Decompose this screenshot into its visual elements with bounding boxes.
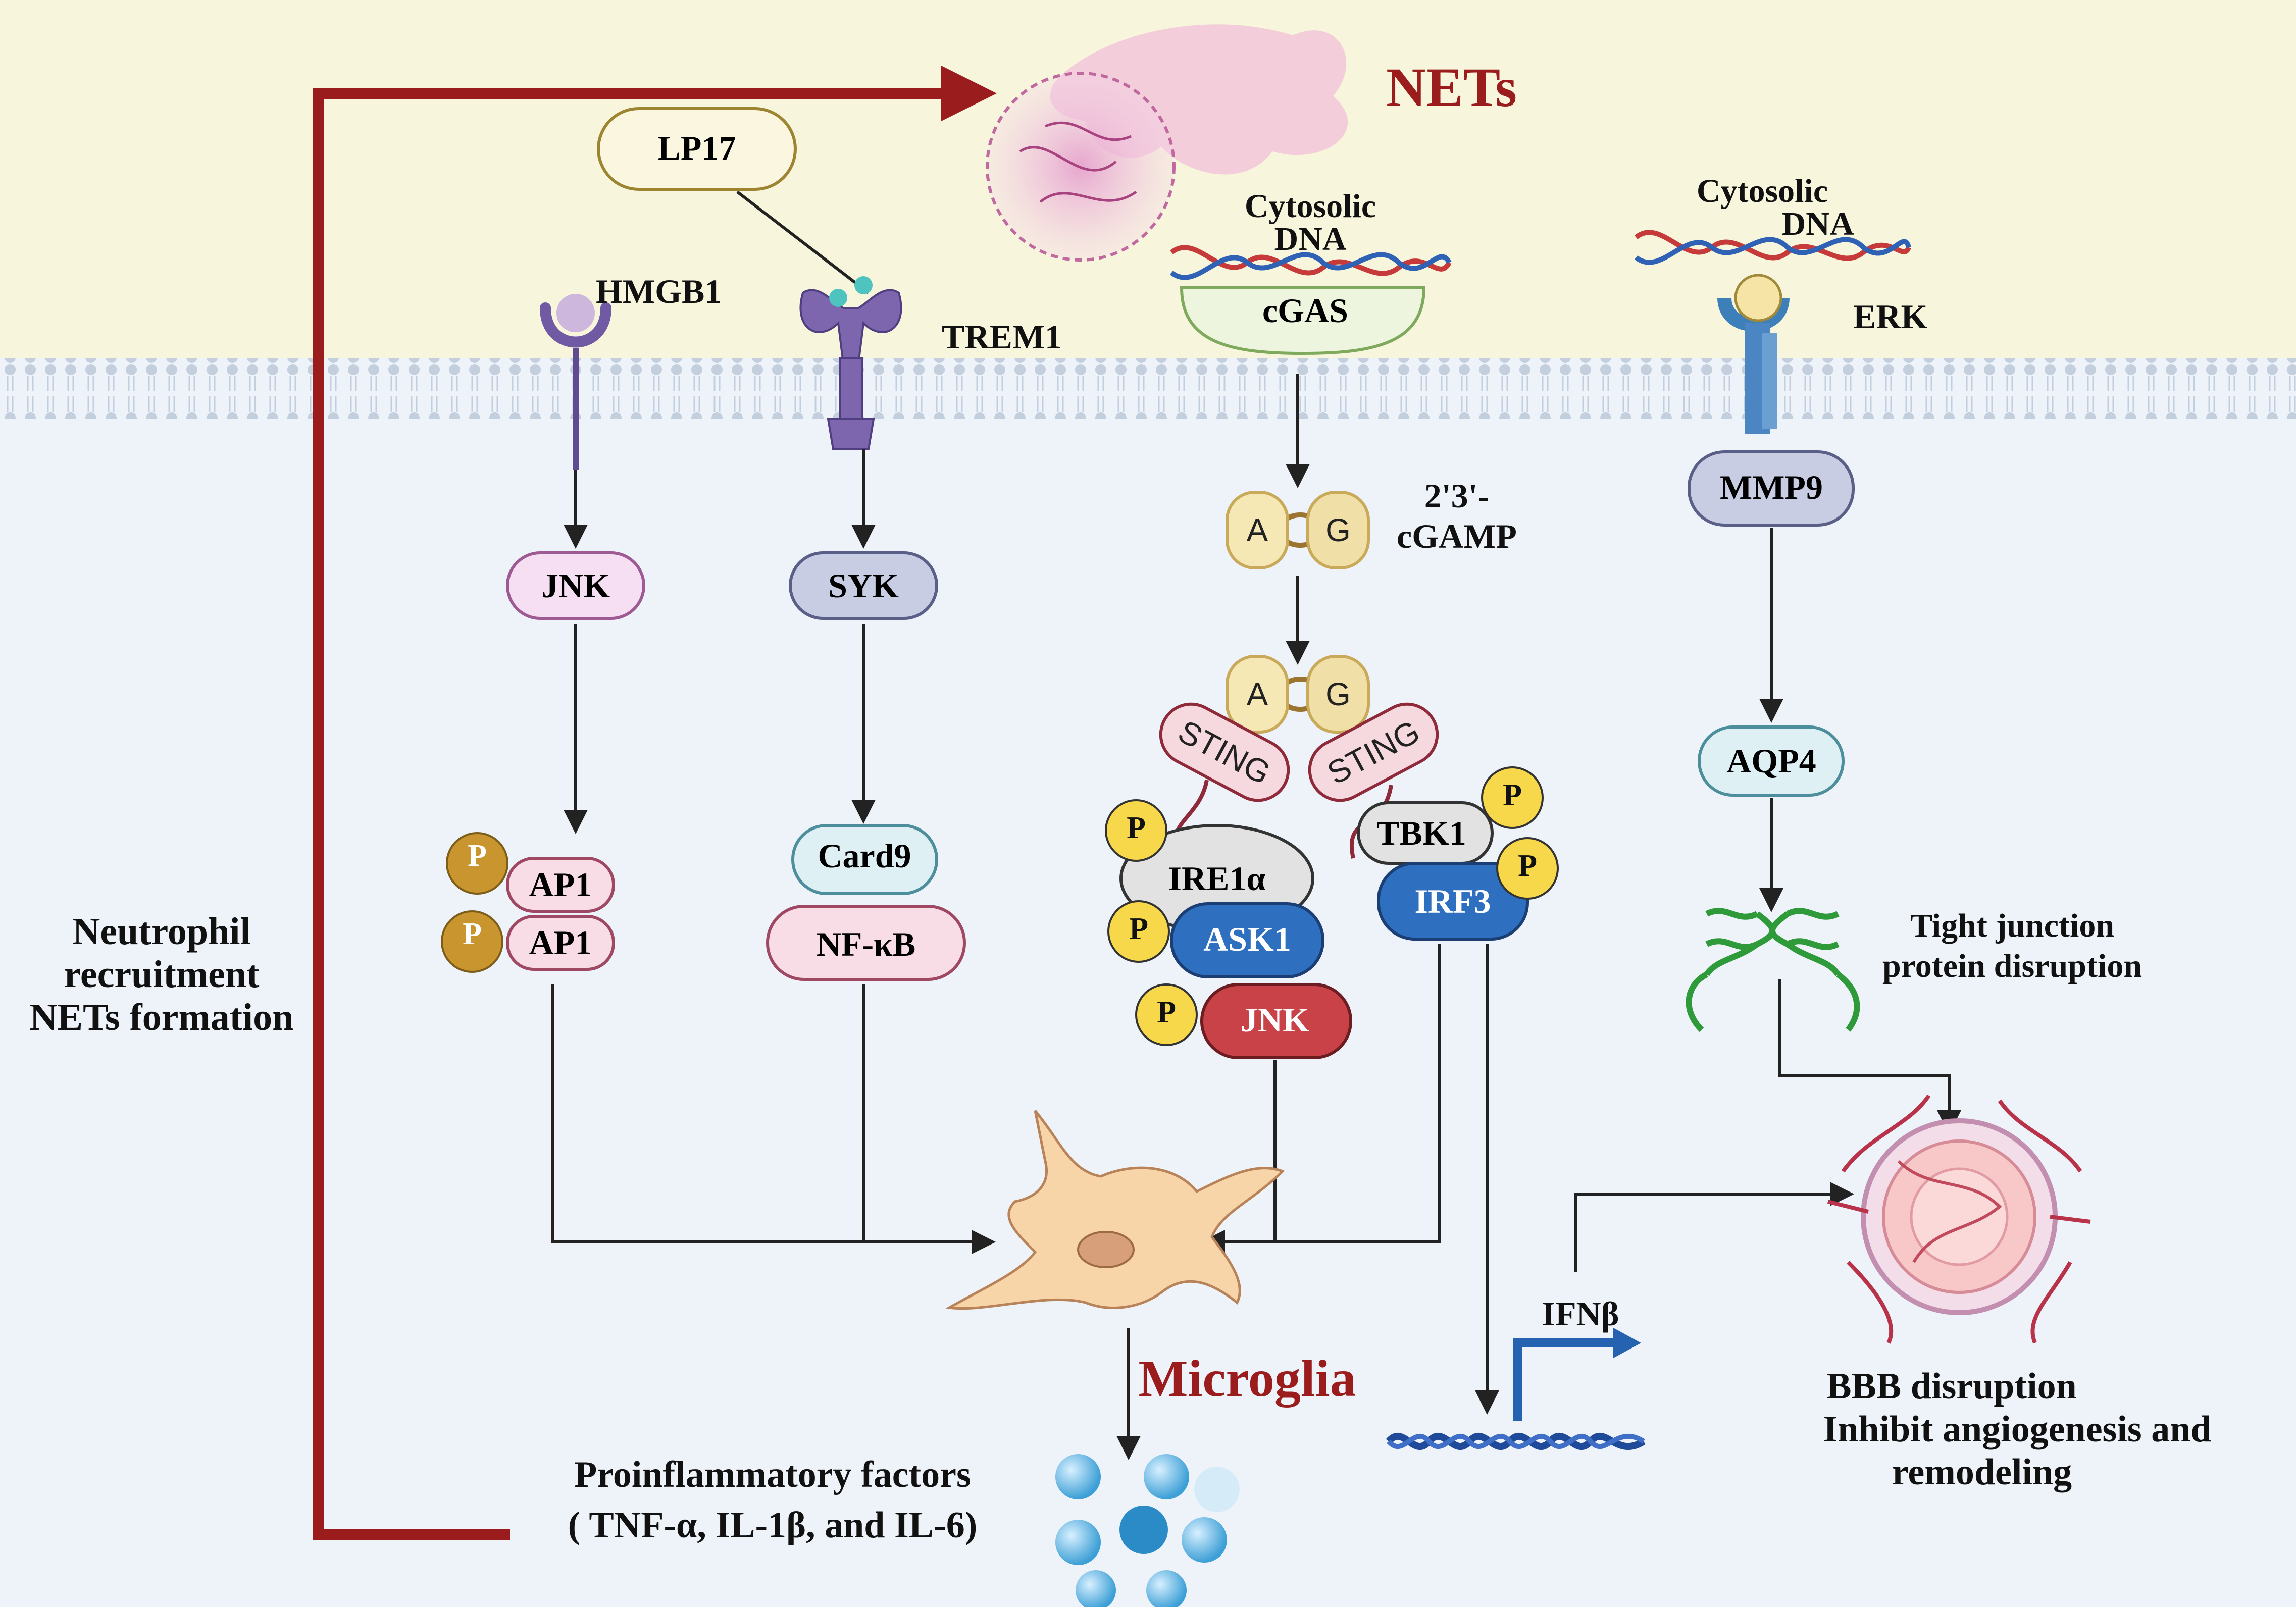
cgas-label: cGAS bbox=[1262, 291, 1348, 330]
tight-junction-label-line2: protein disruption bbox=[1882, 948, 2142, 984]
ifnb-label: IFNβ bbox=[1542, 1294, 1619, 1333]
cgamp-g-label: G bbox=[1325, 512, 1351, 548]
dna-helix-icon-right bbox=[1634, 230, 1911, 265]
cgas-node bbox=[1180, 286, 1426, 355]
irf3-label: IRF3 bbox=[1414, 882, 1491, 920]
cgamp-label-line1: 2'3'- bbox=[1424, 477, 1489, 515]
lp17-node bbox=[597, 107, 797, 191]
card9-node bbox=[791, 824, 938, 895]
ap1-label-1: AP1 bbox=[529, 865, 592, 904]
nfkb-label: NF-κB bbox=[817, 925, 915, 963]
erk-label: ERK bbox=[1853, 297, 1927, 336]
cell-membrane bbox=[0, 358, 2296, 419]
aqp4-node bbox=[1698, 725, 1845, 797]
sting-cgamp-g-label: G bbox=[1325, 676, 1351, 712]
neutrophil-label-line2: recruitment bbox=[64, 953, 260, 996]
neutrophil-feedback-arrow bbox=[313, 66, 997, 1540]
microglia-cell-icon bbox=[945, 1110, 1285, 1310]
proinflammatory-label-line1: Proinflammatory factors bbox=[574, 1454, 971, 1495]
ire1a-label: IRE1α bbox=[1168, 859, 1266, 898]
mmp9-node bbox=[1688, 450, 1855, 527]
bbb-label-line1: BBB disruption bbox=[1826, 1366, 2077, 1407]
gene-promoter-icon bbox=[1386, 1328, 1646, 1450]
mmp9-label: MMP9 bbox=[1720, 468, 1823, 506]
jnk-top-node bbox=[506, 551, 645, 620]
ap1-complex: AP1 AP1 P P bbox=[441, 832, 615, 973]
cytosolic-dna-left-line2: DNA bbox=[1274, 221, 1347, 257]
tight-junction-label-line1: Tight junction bbox=[1910, 907, 2114, 944]
trem1-label: TREM1 bbox=[942, 318, 1062, 356]
cytosolic-dna-left-line1: Cytosolic bbox=[1245, 188, 1376, 225]
lp17-inhibition-line bbox=[736, 190, 870, 294]
card9-label: Card9 bbox=[818, 837, 911, 875]
jnk-top-label: JNK bbox=[541, 566, 610, 605]
ask1-label: ASK1 bbox=[1203, 920, 1291, 958]
tbk1-label: TBK1 bbox=[1376, 814, 1466, 852]
tbk1-phospho: P bbox=[1503, 778, 1522, 812]
hmgb1-label: HMGB1 bbox=[596, 272, 722, 310]
hmgb1-receptor-icon bbox=[540, 294, 611, 470]
erk-receptor-icon bbox=[1717, 274, 1790, 434]
neutrophil-label-line1: Neutrophil bbox=[72, 910, 250, 953]
nfkb-node bbox=[766, 905, 966, 981]
ire1a-phospho: P bbox=[1127, 811, 1146, 845]
ask1-phospho: P bbox=[1129, 912, 1148, 946]
proinflammatory-label-line2: ( TNF-α, IL-1β, and IL-6) bbox=[568, 1505, 978, 1546]
ap1-label-2: AP1 bbox=[529, 923, 592, 962]
cytokine-spheres-icon bbox=[1055, 1454, 1240, 1607]
tight-junction-icon bbox=[1686, 908, 1860, 1032]
irf3-phospho: P bbox=[1518, 849, 1537, 883]
syk-label: SYK bbox=[828, 566, 899, 605]
ire1-ask1-jnk-complex: IRE1α ASK1 JNK P P P bbox=[1105, 799, 1352, 1059]
jnk-bottom-phospho: P bbox=[1157, 995, 1176, 1029]
ap1-phospho-2: P bbox=[463, 917, 482, 951]
neutrophil-label-line3: NETs formation bbox=[30, 996, 294, 1039]
cytosolic-dna-right-line2: DNA bbox=[1782, 205, 1854, 242]
dna-helix-icon-left bbox=[1169, 245, 1452, 280]
ap1-phospho-1: P bbox=[468, 839, 487, 873]
microglia-label: Microglia bbox=[1138, 1350, 1356, 1408]
blood-vessel-icon bbox=[1827, 1094, 2091, 1344]
nets-cloud-icon bbox=[986, 24, 1348, 262]
bbb-label-line3: remodeling bbox=[1892, 1452, 2072, 1493]
lp17-label: LP17 bbox=[658, 129, 736, 167]
tbk1-irf3-complex: TBK1 IRF3 P P bbox=[1357, 766, 1559, 941]
aqp4-label: AQP4 bbox=[1726, 742, 1816, 780]
trem1-receptor-icon bbox=[799, 276, 902, 450]
bbb-label-line2: Inhibit angiogenesis and bbox=[1823, 1409, 2211, 1450]
cgamp-label-line2: cGAMP bbox=[1397, 517, 1517, 555]
syk-node bbox=[789, 551, 938, 620]
cytosolic-dna-right-line1: Cytosolic bbox=[1697, 173, 1828, 210]
cgamp-a-label: A bbox=[1247, 512, 1268, 548]
nets-label: NETs bbox=[1386, 57, 1517, 118]
jnk-bottom-label: JNK bbox=[1241, 1001, 1309, 1039]
sting-cgamp-a-label: A bbox=[1247, 676, 1268, 712]
cgamp-molecule: A G bbox=[1226, 491, 1370, 569]
